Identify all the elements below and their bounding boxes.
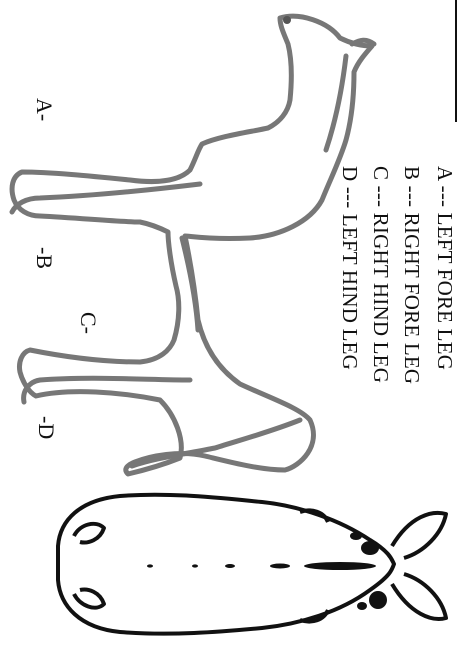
legend-item-d: D --- LEFT HIND LEG (339, 166, 360, 370)
horse-eye (283, 16, 291, 24)
legend-item-b: B --- RIGHT FORE LEG (401, 166, 422, 384)
marker-b: -B (33, 247, 55, 269)
legend-item-c: C --- RIGHT HIND LEG (370, 166, 391, 383)
ear-left (392, 513, 446, 558)
horse-body-outline (12, 16, 372, 474)
ear-right (392, 574, 446, 619)
legend-item-a: A --- LEFT FORE LEG (434, 166, 455, 370)
marker-c: C- (77, 312, 99, 334)
head-markings (147, 532, 387, 610)
nostril-right (74, 590, 104, 608)
horse-side-view (12, 16, 374, 474)
marker-d: -D (35, 416, 57, 439)
eye-left (300, 510, 328, 522)
nostril-left (74, 524, 104, 543)
marker-a: A- (33, 98, 55, 121)
horse-head-front-view (58, 495, 446, 634)
